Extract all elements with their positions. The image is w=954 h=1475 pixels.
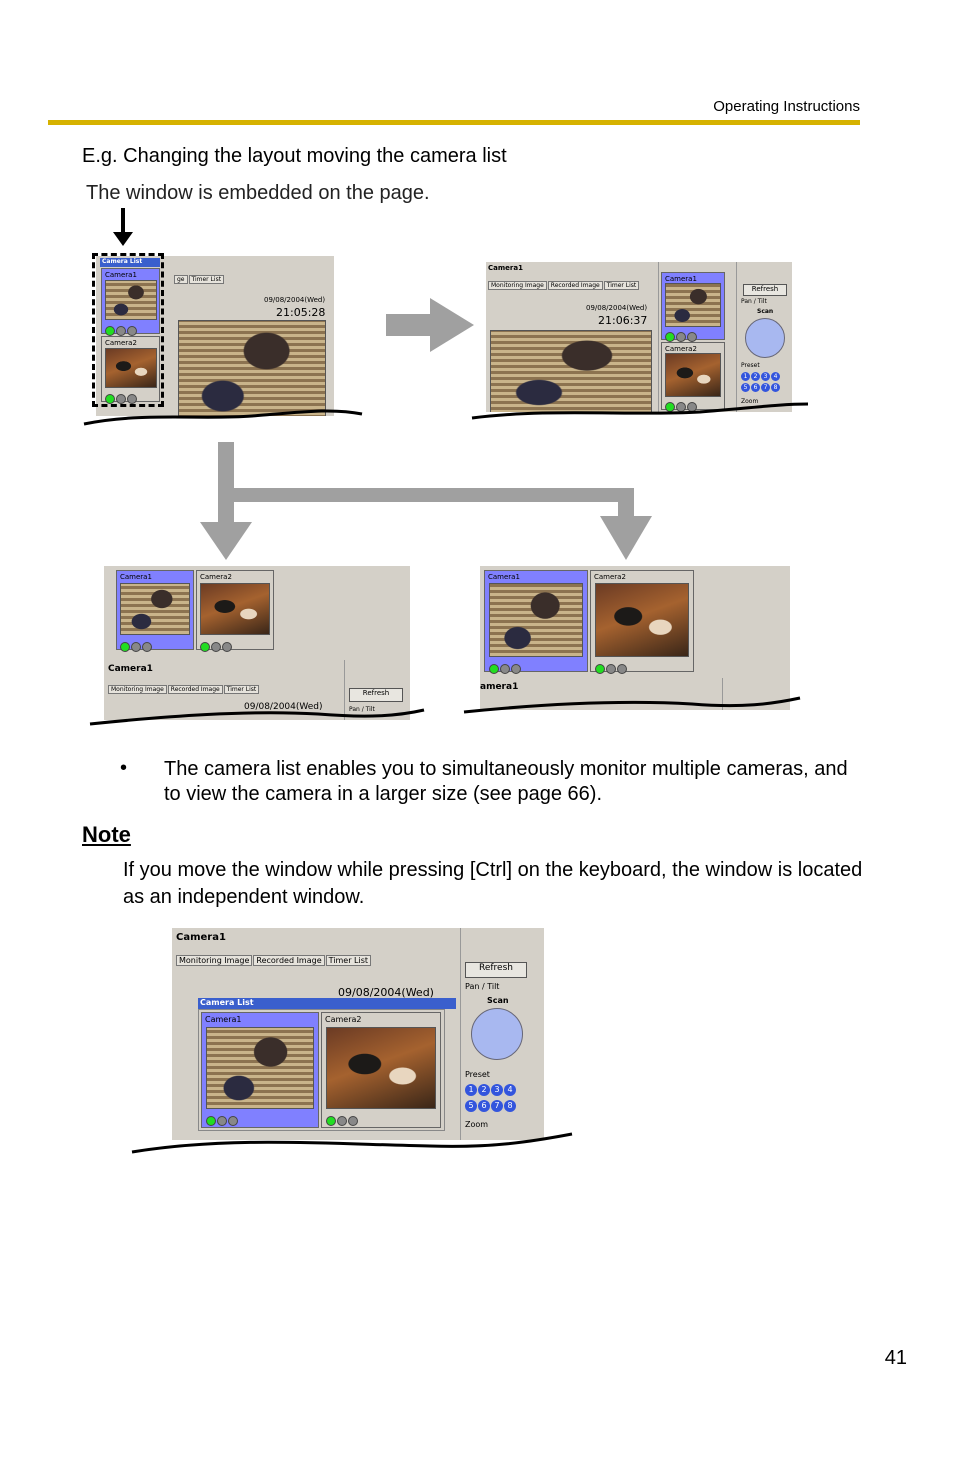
- camera-list-panel: Camera1 Camera2: [658, 262, 727, 412]
- camera2-label: Camera2: [105, 339, 137, 347]
- header-rule: [48, 120, 860, 125]
- time-label: 21:06:37: [598, 314, 648, 327]
- down-arrow-icon: [113, 208, 133, 246]
- time-label: 21:05:28: [276, 306, 326, 319]
- pan-tilt-pad[interactable]: [745, 318, 785, 358]
- branch-arrows-icon: [200, 442, 652, 560]
- page-number: 41: [884, 1347, 907, 1369]
- header-label: Operating Instructions: [713, 98, 860, 115]
- torn-edge: [131, 1132, 573, 1154]
- refresh-button[interactable]: Refresh: [743, 284, 787, 296]
- note-text: If you move the window while pressing [C…: [123, 859, 863, 908]
- bullet-text: The camera list enables you to simultane…: [164, 758, 848, 805]
- zoom-label: Zoom: [741, 398, 759, 405]
- camera-list-titlebar: Camera List: [100, 258, 160, 267]
- preset-label: Preset: [741, 362, 760, 369]
- note-heading: Note: [82, 822, 131, 847]
- intro-text: E.g. Changing the layout moving the came…: [82, 145, 507, 167]
- camera-list-titlebar[interactable]: Camera List: [198, 998, 456, 1009]
- pan-tilt-label: Pan / Tilt: [741, 298, 767, 305]
- callout-text: The window is embedded on the page.: [86, 182, 430, 204]
- refresh-button[interactable]: Refresh: [349, 688, 403, 702]
- torn-edge: [471, 402, 809, 420]
- date-label: 09/08/2004(Wed): [586, 304, 648, 312]
- camera1-label: Camera1: [105, 271, 137, 279]
- refresh-button[interactable]: Refresh: [465, 962, 527, 978]
- screenshot-docked-top: Camera1 Camera2 Camera1 Monitoring Image…: [104, 566, 410, 720]
- pan-tilt-pad[interactable]: [471, 1008, 523, 1060]
- torn-edge: [89, 708, 425, 726]
- camera2-cell: Camera2: [101, 336, 160, 404]
- torn-edge: [463, 696, 801, 714]
- date-label: 09/08/2004(Wed): [264, 296, 326, 304]
- bullet-symbol: •: [120, 757, 128, 779]
- screenshot-floating-top: Camera1 Camera2 amera1: [480, 566, 790, 710]
- camera1-heading: Camera1: [488, 264, 523, 272]
- camera1-cell: Camera1: [101, 268, 160, 336]
- scan-label: Scan: [757, 308, 774, 315]
- floating-camera-list[interactable]: Camera1 Camera2: [198, 1009, 445, 1131]
- torn-edge: [83, 409, 363, 426]
- camera-list-highlight: [92, 253, 164, 407]
- right-arrow-icon: [386, 298, 474, 352]
